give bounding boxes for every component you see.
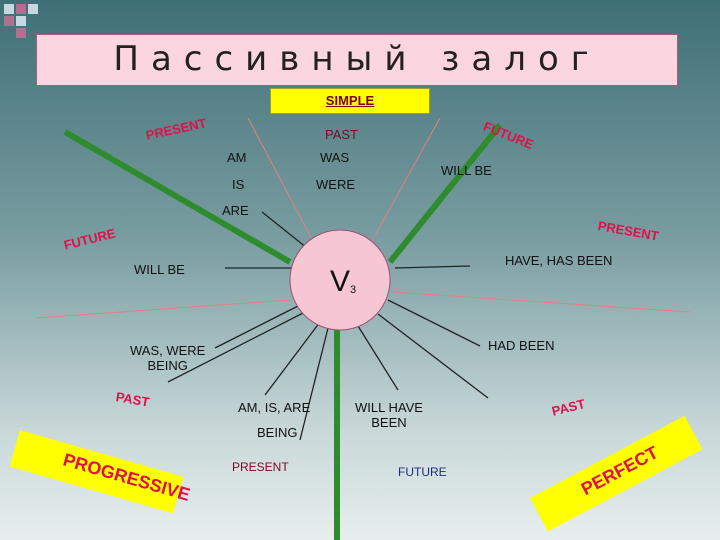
am-label: AM [227,150,247,165]
simple-label-box: SIMPLE [270,88,430,114]
arrow [167,311,306,383]
bottom-being-label: BEING [257,425,298,440]
are-label: ARE [222,203,249,218]
ray [367,117,441,249]
am-is-are-label: AM, IS, ARE [238,400,311,415]
top-will-be-label: WILL BE [441,163,492,178]
arrow [377,313,489,399]
arrow [214,304,301,349]
arrow [264,321,321,396]
left-will-be-label: WILL BE [134,262,185,277]
were-label: WERE [316,177,355,192]
was-label: WAS [320,150,350,165]
stem-top-left [63,129,292,265]
arrow [394,265,471,269]
center-circle [289,229,391,331]
arrow [299,327,329,441]
bottom-future-label: FUTURE [398,465,447,479]
had-been-label: HAD BEEN [488,338,555,353]
will-have-text: WILL HAVE [355,400,423,415]
page-title: Пассивный залог [113,39,601,79]
have-has-been-label: HAVE, HAS BEEN [505,253,613,268]
simple-label: SIMPLE [325,93,375,108]
was-were-text: WAS, WERE [130,343,206,358]
arrow [387,299,481,347]
will-have-been-text: BEEN [371,415,407,430]
was-were-being-label: WAS, WERE BEING [130,343,205,373]
left-being-text: BEING [147,358,188,373]
ray [391,291,691,313]
stem-top-right [387,123,503,264]
ray [35,299,291,319]
will-have-been-label: WILL HAVE BEEN [355,400,423,430]
top-past-label: PAST [325,127,358,142]
title-box: Пассивный залог [36,34,678,86]
bottom-present-label: PRESENT [232,460,289,474]
v3-subscript: 3 [350,284,357,296]
v3-symbol: V [330,265,351,298]
ray [247,117,316,246]
is-label: IS [232,177,245,192]
arrow [357,325,399,391]
